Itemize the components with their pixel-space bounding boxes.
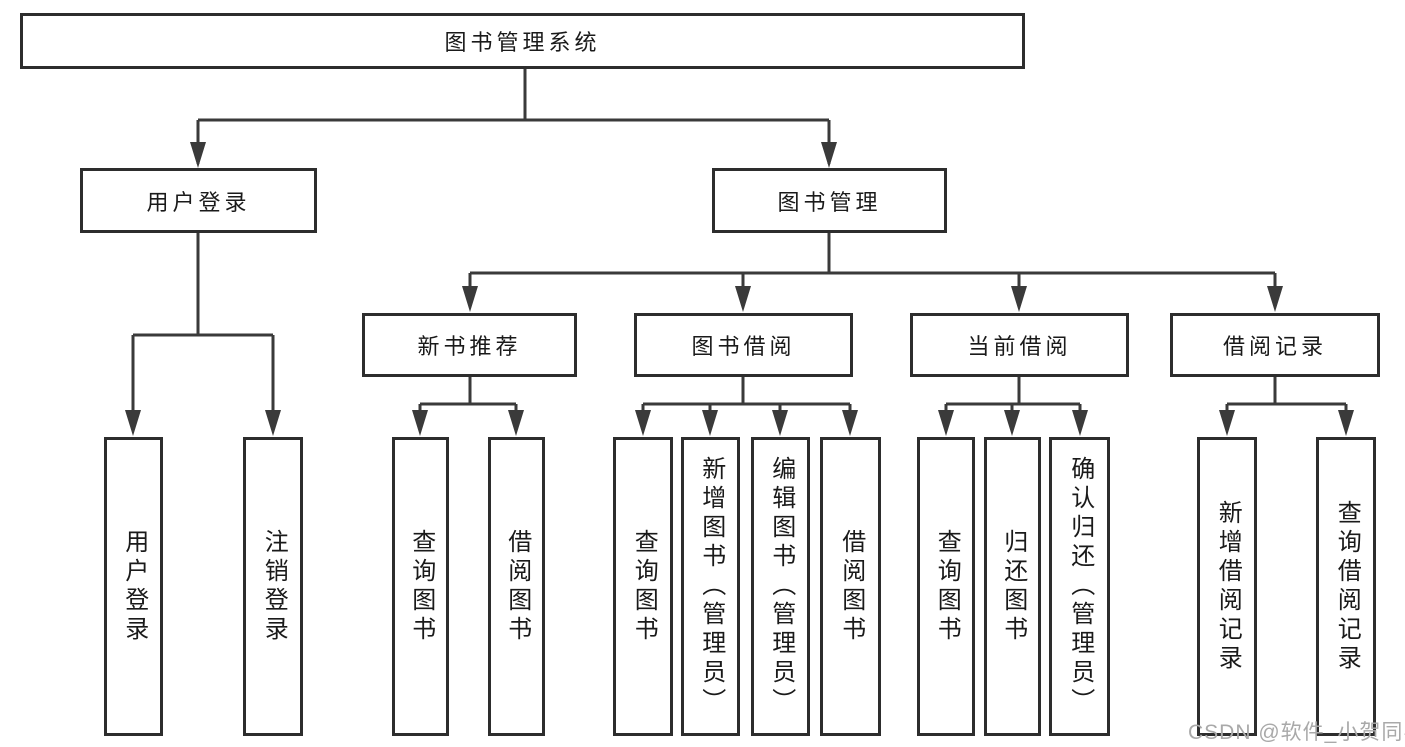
node-label: 新增图书（管理员） [697,456,725,717]
node-label: 查询图书 [407,528,435,645]
node-leaf-edit-books-admin: 编辑图书（管理员） [751,437,810,736]
node-label: 查询图书 [630,528,658,645]
node-label: 新增借阅记录 [1214,499,1242,674]
node-leaf-query-books-2: 查询图书 [613,437,673,736]
node-leaf-user-login: 用户登录 [104,437,163,736]
node-label: 图书借阅 [691,334,796,359]
node-new-book-recommendation: 新书推荐 [362,313,577,377]
node-label: 查询图书 [933,528,961,645]
node-user-login-module: 用户登录 [80,168,317,233]
node-leaf-confirm-return-admin: 确认归还（管理员） [1049,437,1110,736]
node-label: 确认归还（管理员） [1066,456,1094,717]
node-label: 用户登录 [146,189,251,215]
node-leaf-return-books: 归还图书 [984,437,1041,736]
node-borrowing-records: 借阅记录 [1170,313,1380,377]
node-leaf-borrow-books-2: 借阅图书 [820,437,881,736]
node-label: 借阅记录 [1222,334,1327,359]
node-label: 借阅图书 [503,528,531,645]
node-leaf-query-books-1: 查询图书 [392,437,449,736]
node-leaf-query-borrow-record: 查询借阅记录 [1316,437,1376,736]
node-leaf-add-books-admin: 新增图书（管理员） [681,437,740,736]
node-library-management-system: 图书管理系统 [20,13,1025,69]
node-label: 新书推荐 [417,334,522,359]
arrowheads [125,142,1354,436]
node-label: 编辑图书（管理员） [767,456,795,717]
node-label: 归还图书 [999,528,1027,645]
csdn-watermark: CSDN @软件_小贺同学 [1188,721,1405,744]
node-leaf-query-books-3: 查询图书 [917,437,975,736]
node-book-borrowing: 图书借阅 [634,313,853,377]
node-label: 当前借阅 [967,334,1072,359]
node-label: 借阅图书 [837,528,865,645]
node-label: 图书管理系统 [444,30,601,55]
node-label: 查询借阅记录 [1333,499,1361,674]
node-current-borrowing: 当前借阅 [910,313,1129,377]
node-leaf-add-borrow-record: 新增借阅记录 [1197,437,1257,736]
node-book-management-module: 图书管理 [712,168,947,233]
node-leaf-logout: 注销登录 [243,437,303,736]
node-leaf-borrow-books-1: 借阅图书 [488,437,545,736]
node-label: 注销登录 [260,528,288,645]
node-label: 图书管理 [777,189,882,215]
node-label: 用户登录 [120,528,148,645]
